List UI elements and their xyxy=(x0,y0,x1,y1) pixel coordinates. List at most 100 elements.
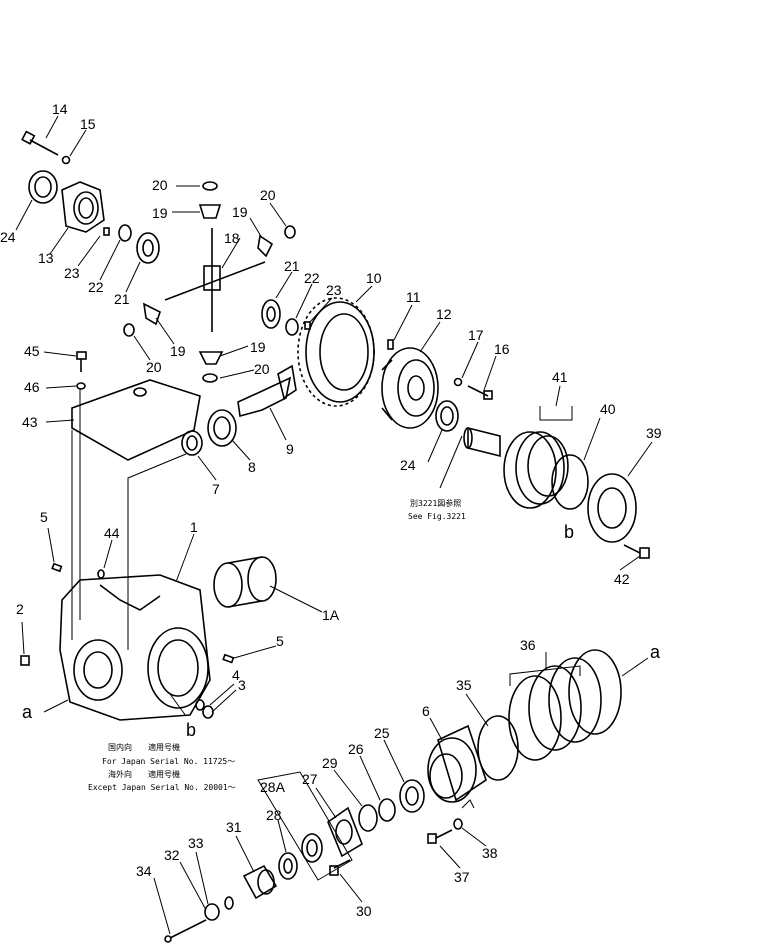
label-32: 32 xyxy=(164,847,180,863)
label-43: 43 xyxy=(22,414,38,430)
serial-note-line2: For Japan Serial No. 11725～ xyxy=(102,757,235,766)
side-gear-21-right xyxy=(261,299,281,329)
label-2: 2 xyxy=(16,601,24,617)
pin-5-right xyxy=(222,653,235,664)
label-36: 36 xyxy=(520,637,536,653)
bolt-34 xyxy=(164,919,207,943)
label-20-bottom: 20 xyxy=(254,361,270,377)
label-27: 27 xyxy=(302,771,318,787)
bearing-25 xyxy=(399,779,425,813)
label-7: 7 xyxy=(212,481,220,497)
label-10: 10 xyxy=(366,270,382,286)
leader-lines xyxy=(15,115,653,935)
label-1A: 1A xyxy=(322,607,340,623)
label-28: 28 xyxy=(266,807,282,823)
label-22-right: 22 xyxy=(304,270,320,286)
label-23-right: 23 xyxy=(326,282,342,298)
label-30: 30 xyxy=(356,903,372,919)
o-ring-33 xyxy=(224,896,234,910)
label-35: 35 xyxy=(456,677,472,693)
washer-17 xyxy=(453,377,463,387)
label-19-right: 19 xyxy=(232,204,248,220)
housing-1 xyxy=(59,574,211,721)
pinion-19-bottom xyxy=(198,351,224,365)
differential-case-12 xyxy=(381,347,439,429)
label-46: 46 xyxy=(24,379,40,395)
o-ring-40 xyxy=(551,454,589,510)
label-15: 15 xyxy=(80,116,96,132)
serial-note-line3: 海外向 適用号機 xyxy=(108,769,180,779)
see-figure-note-jp: 別3221図参照 xyxy=(410,498,461,508)
pin-23-right xyxy=(304,321,311,330)
pin-11 xyxy=(387,339,394,350)
label-40: 40 xyxy=(600,401,616,417)
label-19-top: 19 xyxy=(152,205,168,221)
label-16: 16 xyxy=(494,341,510,357)
bolt-42 xyxy=(623,544,650,559)
label-3: 3 xyxy=(238,677,246,693)
ref-letter-a-left: a xyxy=(22,702,33,722)
label-21-right: 21 xyxy=(284,258,300,274)
washer-20-left xyxy=(123,323,135,337)
pinion-19-top xyxy=(198,204,222,219)
brake-plates-36 xyxy=(508,649,622,761)
seal-26 xyxy=(378,798,396,822)
ref-letter-b-upper: b xyxy=(564,522,574,542)
label-45: 45 xyxy=(24,343,40,359)
label-38: 38 xyxy=(482,845,498,861)
label-5-top: 5 xyxy=(40,509,48,525)
pin-23-left xyxy=(103,227,110,236)
washer-4 xyxy=(195,699,205,711)
bolt-37 xyxy=(427,829,453,844)
bolt-14 xyxy=(21,130,59,156)
washer-46 xyxy=(76,382,86,390)
bolt-16 xyxy=(467,385,493,400)
plug-3 xyxy=(202,705,214,719)
serial-note-line4: Except Japan Serial No. 20001～ xyxy=(88,783,236,792)
label-19-bottom: 19 xyxy=(250,339,266,355)
label-44: 44 xyxy=(104,525,120,541)
coupling-31 xyxy=(242,864,278,900)
label-29: 29 xyxy=(322,755,338,771)
label-41: 41 xyxy=(552,369,568,385)
label-13: 13 xyxy=(38,250,54,266)
label-14: 14 xyxy=(52,101,68,117)
label-21-left: 21 xyxy=(114,291,130,307)
plug-2 xyxy=(20,655,30,666)
label-1: 1 xyxy=(190,519,198,535)
label-18: 18 xyxy=(224,230,240,246)
washer-38 xyxy=(453,818,463,830)
washer-20-bottom xyxy=(202,373,218,383)
see-figure-note-en: See Fig.3221 xyxy=(408,512,466,521)
bearing-24-right xyxy=(435,400,459,432)
bearing-28 xyxy=(278,852,298,880)
label-20-left: 20 xyxy=(146,359,162,375)
pin-5-top xyxy=(51,562,63,573)
bearing-28A xyxy=(301,833,323,863)
label-4: 4 xyxy=(232,667,240,683)
bolt-30 xyxy=(329,859,351,876)
carrier-6 xyxy=(427,724,487,803)
brake-discs-41 xyxy=(503,431,569,509)
bolt-45 xyxy=(76,351,87,372)
label-20-top: 20 xyxy=(152,177,168,193)
label-11: 11 xyxy=(406,289,421,305)
ref-letter-b-lower: b xyxy=(186,720,196,740)
o-ring-29 xyxy=(358,804,378,832)
label-39: 39 xyxy=(646,425,662,441)
piston-39 xyxy=(587,473,637,543)
bearing-24-left xyxy=(28,170,58,204)
label-42: 42 xyxy=(614,571,630,587)
spider-18 xyxy=(164,228,266,332)
label-25: 25 xyxy=(374,725,390,741)
label-33: 33 xyxy=(188,835,204,851)
label-24-right: 24 xyxy=(400,457,416,473)
washer-22-left xyxy=(118,224,132,242)
o-ring-35 xyxy=(477,715,519,781)
pinion-gear-9 xyxy=(237,364,297,418)
sleeve-1A xyxy=(213,556,277,608)
serial-note-line1: 国内向 適用号機 xyxy=(108,742,180,752)
label-31: 31 xyxy=(226,819,242,835)
label-8: 8 xyxy=(248,459,256,475)
